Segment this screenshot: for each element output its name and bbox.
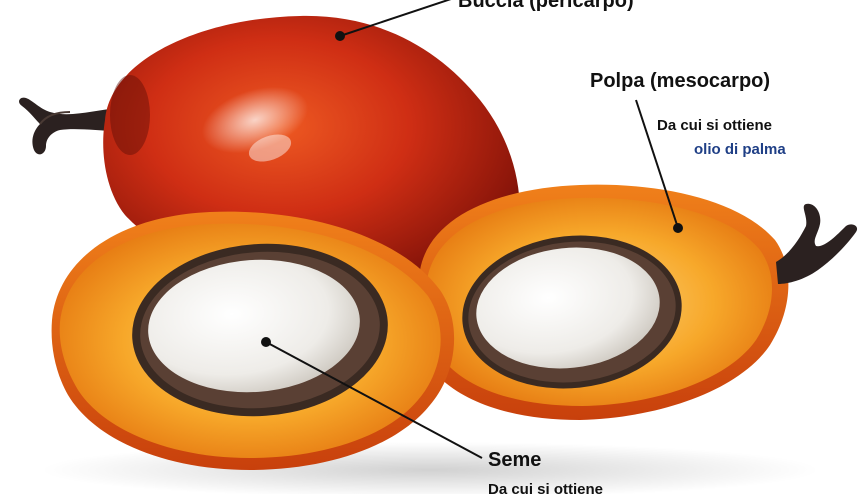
label-buccia: Buccia (pericarpo) xyxy=(458,0,634,13)
label-polpa: Polpa (mesocarpo) xyxy=(590,70,770,93)
right-half-fruit xyxy=(414,185,789,420)
label-polpa-sub-line1: Da cui si ottiene xyxy=(657,117,772,134)
seme-pointer-dot xyxy=(261,337,271,347)
buccia-pointer-dot xyxy=(335,31,345,41)
polpa-pointer-dot xyxy=(673,223,683,233)
right-stem xyxy=(776,204,857,284)
label-polpa-sub-line2: olio di palma xyxy=(694,141,786,158)
label-seme-sub: Da cui si ottiene xyxy=(488,481,603,494)
label-seme: Seme xyxy=(488,449,541,472)
left-half-fruit xyxy=(52,212,455,470)
